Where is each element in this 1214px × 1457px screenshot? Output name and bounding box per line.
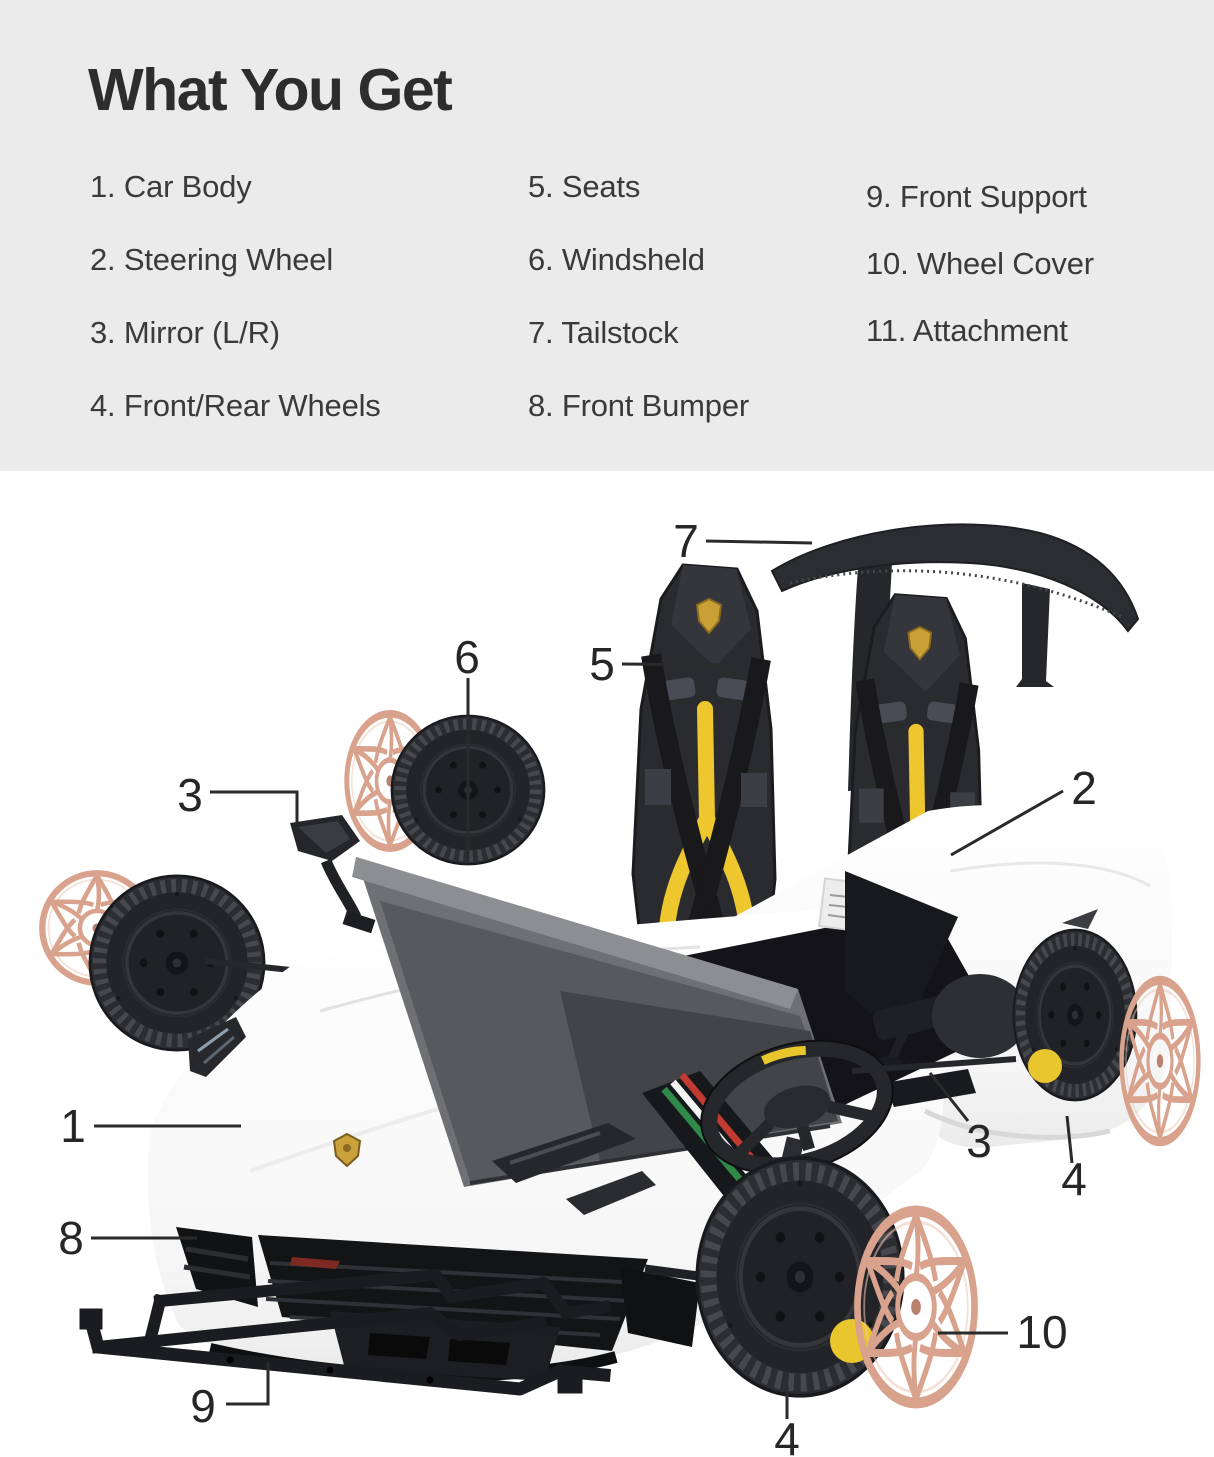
callout-number-3-left: 3 xyxy=(177,769,203,821)
parts-list-item: 7. Tailstock xyxy=(528,314,679,350)
callout-line-5 xyxy=(621,662,732,667)
headlight-front xyxy=(492,1123,656,1215)
parts-list-item: 6. Windsheld xyxy=(528,241,705,277)
part-front-support xyxy=(79,1269,612,1396)
parts-list-item: 4. Front/Rear Wheels xyxy=(90,387,381,423)
parts-list-item: 1. Car Body xyxy=(90,168,252,204)
axle-rod xyxy=(204,958,301,974)
callout-line-9 xyxy=(226,1363,270,1406)
callout-lines xyxy=(91,539,1074,1419)
parts-list-item: 3. Mirror (L/R) xyxy=(90,314,280,350)
parts-list-item: 11. Attachment xyxy=(866,312,1068,348)
exploded-view-svg: 7 5 6 3 2 1 8 9 3 4 10 4 xyxy=(0,515,1214,1457)
callout-number-4-bottom: 4 xyxy=(774,1413,800,1457)
callout-line-2 xyxy=(950,789,1064,857)
header: What You Get 1. Car Body 2. Steering Whe… xyxy=(0,0,1214,471)
parts-list-item: 5. Seats xyxy=(528,168,641,204)
callout-line-3-left xyxy=(210,790,299,823)
part-mirror-left xyxy=(290,815,376,934)
callout-number-9: 9 xyxy=(190,1380,216,1432)
callout-number-4-right: 4 xyxy=(1061,1153,1087,1205)
callout-number-10: 10 xyxy=(1016,1306,1067,1358)
wheel-hub-nut xyxy=(1028,1049,1062,1083)
callout-numbers: 7 5 6 3 2 1 8 9 3 4 10 4 xyxy=(58,515,1097,1457)
exploded-view-photo: 7 5 6 3 2 1 8 9 3 4 10 4 xyxy=(0,471,1214,1457)
wheel-arch-shadow xyxy=(932,974,1028,1058)
parts-list-column-3: 9. Front Support 10. Wheel Cover 11. Att… xyxy=(866,163,1094,364)
parts-list-item: 2. Steering Wheel xyxy=(90,241,334,277)
headlight-left xyxy=(188,1017,246,1077)
callout-line-3-right xyxy=(928,1072,970,1122)
callout-line-4-right xyxy=(1065,1115,1074,1164)
callout-number-1: 1 xyxy=(60,1100,86,1152)
part-windshield xyxy=(352,857,842,1187)
lamborghini-shield-icon xyxy=(332,1132,362,1168)
callout-number-2: 2 xyxy=(1071,762,1097,814)
callout-number-7: 7 xyxy=(673,515,699,567)
parts-list-column-2: 5. Seats 6. Windsheld 7. Tailstock 8. Fr… xyxy=(528,150,749,442)
callout-number-6: 6 xyxy=(454,631,480,683)
page-title: What You Get xyxy=(88,57,453,123)
parts-list-item: 8. Front Bumper xyxy=(528,387,749,423)
axle-rod xyxy=(851,1056,1017,1074)
parts-list-item: 9. Front Support xyxy=(866,178,1087,214)
callout-number-3-right: 3 xyxy=(966,1115,992,1167)
callout-line-7 xyxy=(705,539,813,545)
parts-list-item: 10. Wheel Cover xyxy=(866,245,1094,281)
door-sail-panel xyxy=(845,871,958,1041)
callout-number-8: 8 xyxy=(58,1212,84,1264)
callout-number-5: 5 xyxy=(589,638,615,690)
parts-list-column-1: 1. Car Body 2. Steering Wheel 3. Mirror … xyxy=(90,150,381,442)
rocker-panel xyxy=(884,1069,976,1107)
